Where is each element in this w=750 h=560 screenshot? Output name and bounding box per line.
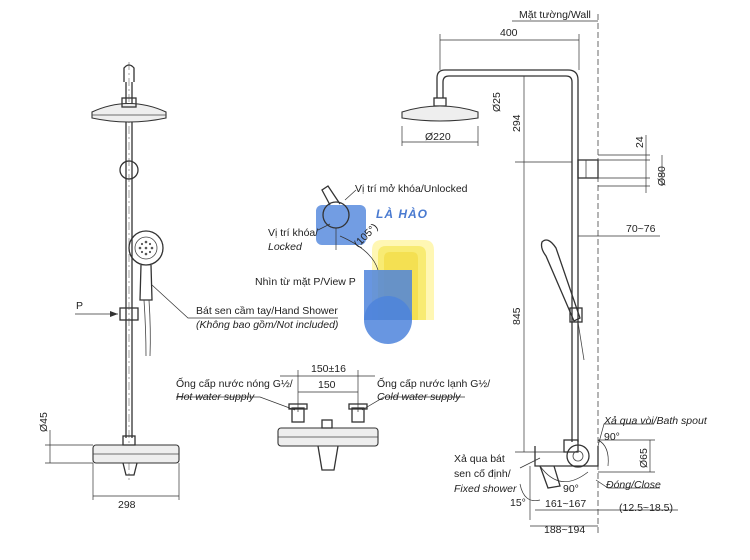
hot-water-label-en: Hot water supply xyxy=(176,391,255,403)
dim-d25: Ø25 xyxy=(491,92,503,112)
view-p-label: Nhìn từ mặt P/View P xyxy=(255,276,356,288)
dim-400: 400 xyxy=(500,27,518,39)
fixed-shower-label-3: Fixed shower xyxy=(454,483,517,495)
cold-water-label: Ống cấp nước lạnh G½/ xyxy=(377,376,490,390)
dim-150: 150 xyxy=(318,379,336,391)
wall-label: Mặt tường/Wall xyxy=(519,9,591,21)
fixed-shower-label-1: Xả qua bát xyxy=(454,453,505,465)
view-p-marker: P xyxy=(76,300,83,312)
dim-24: 24 xyxy=(634,136,646,148)
dim-12-18: (12.5~18.5) xyxy=(619,502,673,514)
hand-shower-note: (Không bao gồm/Not included) xyxy=(196,319,338,331)
lock-detail-view: Vị trí mở khóa/Unlocked Vị trí khóa/ Loc… xyxy=(255,183,468,288)
dim-70-76: 70~76 xyxy=(626,223,656,235)
front-view: P Ø45 298 Bát sen cầm tay/Hand Shower (K… xyxy=(38,62,338,511)
angle-15: 15° xyxy=(510,497,526,509)
mixer-detail: 150±16 150 Ống cấp nước nóng G½/ Hot wat… xyxy=(176,363,490,471)
dim-d220: Ø220 xyxy=(425,131,451,143)
dim-d45: Ø45 xyxy=(38,412,50,432)
dim-845: 845 xyxy=(511,307,523,325)
angle-90-spout: 90° xyxy=(604,431,620,443)
dim-150-16: 150±16 xyxy=(311,363,346,375)
brand-logo: LÀ HÀO xyxy=(316,205,434,344)
dim-d65: Ø65 xyxy=(638,448,650,468)
dim-298: 298 xyxy=(118,499,136,511)
angle-90-lower: 90° xyxy=(563,483,579,495)
hot-water-label: Ống cấp nước nóng G½/ xyxy=(176,376,293,390)
dim-161-167: 161~167 xyxy=(545,498,586,510)
locked-label: Vị trí khóa/ xyxy=(268,227,318,239)
fixed-shower-label-2: sen cố định/ xyxy=(454,468,511,480)
close-label: Đóng/Close xyxy=(606,479,661,491)
dim-294: 294 xyxy=(511,114,523,132)
logo-text: LÀ HÀO xyxy=(376,206,428,221)
unlocked-label: Vị trí mở khóa/Unlocked xyxy=(355,183,468,195)
locked-label-en: Locked xyxy=(268,241,303,253)
dim-188-194: 188~194 xyxy=(544,524,585,536)
cold-water-label-en: Cold water supply xyxy=(377,391,461,403)
hand-shower-label: Bát sen cầm tay/Hand Shower xyxy=(196,305,338,317)
side-view: Mặt tường/Wall 400 Ø25 294 Ø220 24 xyxy=(401,9,708,536)
bath-spout-label: Xả qua vòi/Bath spout xyxy=(603,415,708,427)
